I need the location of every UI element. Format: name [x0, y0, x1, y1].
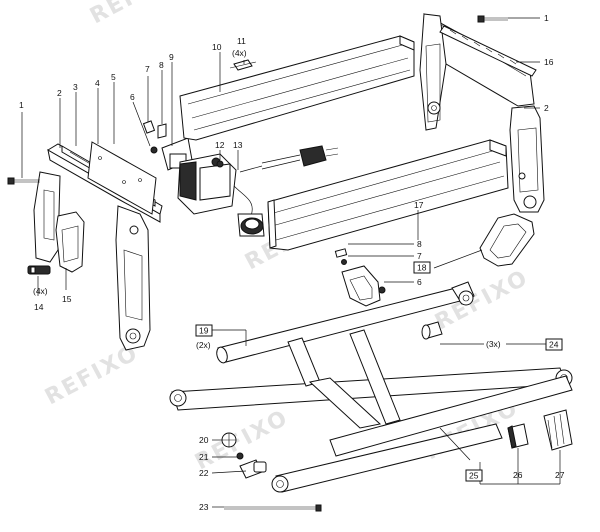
label-part-12: 12 [215, 140, 225, 150]
label-part-27: 27 [555, 470, 565, 480]
label-part-22: 22 [199, 468, 209, 478]
wheel-assembly [221, 432, 322, 512]
back-rail [179, 35, 415, 141]
label-part-1-right: 1 [544, 13, 549, 23]
label-box-25 [465, 469, 483, 482]
label-part-7: 7 [145, 64, 150, 74]
label-box-19 [195, 324, 213, 337]
clamp-bracket [479, 213, 535, 267]
label-part-19: 19 [199, 326, 209, 336]
label-part-23: 23 [199, 502, 209, 512]
label-part-6-lower: 6 [417, 277, 422, 287]
label-part-3: 3 [73, 82, 78, 92]
label-part-25: 25 [469, 471, 479, 481]
screw-left [7, 177, 40, 185]
adjustable-feet [507, 409, 573, 451]
clamp-bracket-lower [334, 248, 386, 307]
label-part-9: 9 [169, 52, 174, 62]
label-part-16: 16 [544, 57, 554, 67]
end-caps [27, 265, 51, 275]
label-part-2-right: 2 [544, 103, 549, 113]
label-part-11-qty: (4x) [232, 48, 247, 58]
right-side-frame [419, 13, 545, 213]
label-part-10: 10 [212, 42, 222, 52]
label-part-6: 6 [130, 92, 135, 102]
label-box-24 [545, 338, 563, 351]
watermark-text: REFIXO [86, 0, 188, 29]
base-frame [169, 281, 573, 493]
label-part-17: 17 [414, 200, 424, 210]
label-part-18: 18 [417, 263, 427, 273]
leader-lines [21, 17, 561, 508]
switch-box [177, 145, 339, 237]
label-part-15: 15 [62, 294, 72, 304]
label-part-7-lower: 7 [417, 251, 422, 261]
front-rail [267, 139, 509, 251]
label-part-20: 20 [199, 435, 209, 445]
label-box-18 [413, 261, 431, 274]
label-part-2: 2 [57, 88, 62, 98]
handle-cover [55, 211, 85, 273]
label-part-5: 5 [111, 72, 116, 82]
watermark-text: REFIXO [41, 340, 143, 410]
label-part-1: 1 [19, 100, 24, 110]
label-part-24: 24 [549, 340, 559, 350]
label-part-13: 13 [233, 140, 243, 150]
rail-clip [229, 59, 257, 71]
label-part-26: 26 [513, 470, 523, 480]
label-part-19-qty: (2x) [196, 340, 211, 350]
screw-right [477, 15, 508, 23]
callout-labels: 1 2 3 4 5 6 7 8 9 10 11 (4x) 12 13 (4x) … [19, 13, 565, 512]
label-part-11: 11 [237, 36, 246, 46]
label-part-14-qty: (4x) [33, 286, 48, 296]
label-part-4: 4 [95, 78, 100, 88]
label-part-21: 21 [199, 452, 209, 462]
label-part-8: 8 [159, 60, 164, 70]
label-part-24-qty: (3x) [486, 339, 501, 349]
label-part-14: 14 [34, 302, 44, 312]
label-part-8-lower: 8 [417, 239, 422, 249]
mounting-plate [87, 141, 157, 215]
